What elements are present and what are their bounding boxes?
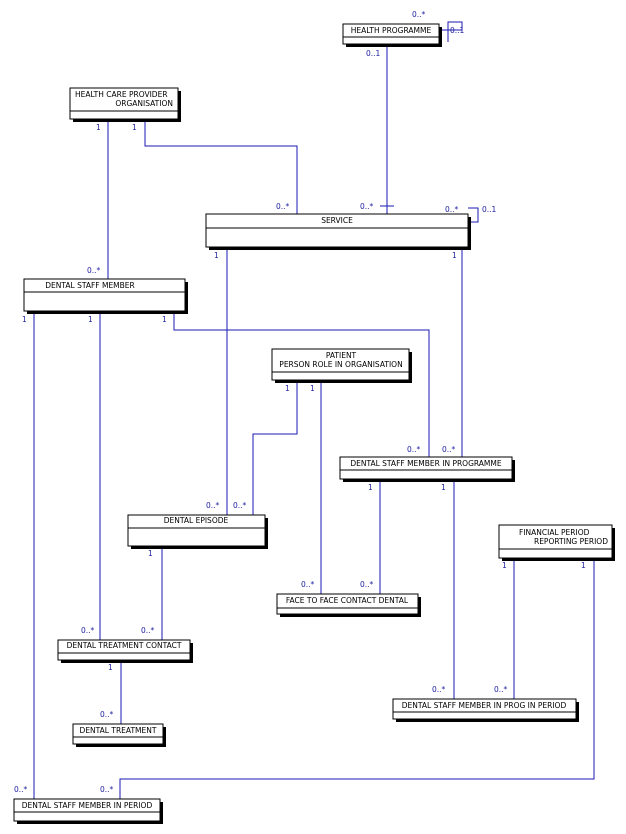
multiplicity-label: 0..* [100,710,114,719]
multiplicity-label: 1 [452,251,457,260]
multiplicity-label: 1 [581,561,586,570]
entity-label: ORGANISATION [115,99,173,108]
entity-label: HEALTH PROGRAMME [351,26,432,35]
multiplicity-label: 1 [132,123,137,132]
multiplicity-label: 1 [285,384,290,393]
multiplicity-label: 0..1 [450,26,465,35]
entity-patient: PATIENT PERSON ROLE IN ORGANISATION [271,348,412,383]
entity-label: DENTAL TREATMENT [80,726,157,735]
entity-health-programme: HEALTH PROGRAMME [342,23,442,47]
multiplicity-label: 0..* [442,445,456,454]
multiplicity-label: 0..* [407,445,421,454]
multiplicity-label: 0..* [360,202,374,211]
multiplicity-label: 0..* [233,501,247,510]
multiplicity-label: 1 [441,483,446,492]
multiplicity-label: 1 [108,663,113,672]
multiplicity-label: 0..* [276,202,290,211]
entity-dental-staff-member: DENTAL STAFF MEMBER [23,278,188,314]
multiplicity-label: 0..* [360,580,374,589]
entity-health-care-provider-organisation: HEALTH CARE PROVIDER ORGANISATION [69,87,181,122]
multiplicity-label: 0..* [445,205,459,214]
entity-label: DENTAL STAFF MEMBER [45,281,135,290]
multiplicity-label: 1 [162,315,167,324]
entity-label: FINANCIAL PERIOD [519,528,590,537]
entity-label: FACE TO FACE CONTACT DENTAL [286,596,409,605]
financial-period-dsm-in-period-relation [119,559,595,800]
entity-dental-staff-member-in-period: DENTAL STAFF MEMBER IN PERIOD [13,798,163,824]
entity-label: REPORTING PERIOD [534,537,608,546]
multiplicity-label: 1 [22,315,27,324]
multiplicity-label: 0..* [81,626,95,635]
multiplicity-label: 0..* [412,10,426,19]
entity-service: SERVICE [205,213,471,250]
multiplicity-label: 0..* [301,580,315,589]
entity-label: DENTAL EPISODE [164,516,229,525]
multiplicity-label: 1 [88,315,93,324]
multiplicity-label: 1 [96,123,101,132]
multiplicity-label: 0..1 [366,49,381,58]
entity-dental-staff-member-in-prog-in-period: DENTAL STAFF MEMBER IN PROG IN PERIOD [392,698,579,722]
multiplicity-label: 0..* [141,626,155,635]
health-programme-self-relation [440,21,463,42]
entity-dental-treatment: DENTAL TREATMENT [72,723,166,747]
hcpo-service-relation [144,122,298,216]
entity-financial-period: FINANCIAL PERIOD REPORTING PERIOD [498,524,615,561]
multiplicity-label: 0..* [87,266,101,275]
multiplicity-label: 0..* [100,785,114,794]
multiplicity-label: 1 [214,251,219,260]
multiplicity-label: 1 [502,561,507,570]
entity-label: SERVICE [321,216,353,225]
entity-dental-staff-member-in-programme: DENTAL STAFF MEMBER IN PROGRAMME [339,456,515,482]
multiplicity-label: 0..* [14,785,28,794]
entity-dental-treatment-contact: DENTAL TREATMENT CONTACT [57,639,193,663]
entity-label: DENTAL STAFF MEMBER IN PROG IN PERIOD [402,701,567,710]
entity-label: DENTAL STAFF MEMBER IN PERIOD [22,801,153,810]
relationships [33,21,595,800]
entity-label: HEALTH CARE PROVIDER [75,90,168,99]
service-self-relation [468,207,479,223]
multiplicity-label: 0..* [206,501,220,510]
multiplicity-label: 0..* [494,685,508,694]
dsm-in-programme-relation [173,312,430,457]
multiplicity-label: 1 [148,549,153,558]
entity-label: PERSON ROLE IN ORGANISATION [279,360,402,369]
patient-dental-episode-relation [252,382,298,515]
multiplicity-label: 1 [310,384,315,393]
entity-label: DENTAL STAFF MEMBER IN PROGRAMME [350,459,502,468]
multiplicity-label: 1 [368,483,373,492]
multiplicity-labels: 0..* 0..1 0..1 1 1 0..* 0..* 0..* 0..1 1… [14,10,586,794]
entity-label: DENTAL TREATMENT CONTACT [67,641,182,650]
entity-face-to-face-contact-dental: FACE TO FACE CONTACT DENTAL [276,593,421,617]
multiplicity-label: 0..* [432,685,446,694]
entity-label: PATIENT [326,351,357,360]
entity-dental-episode: DENTAL EPISODE [127,514,268,549]
multiplicity-label: 0..1 [482,205,497,214]
